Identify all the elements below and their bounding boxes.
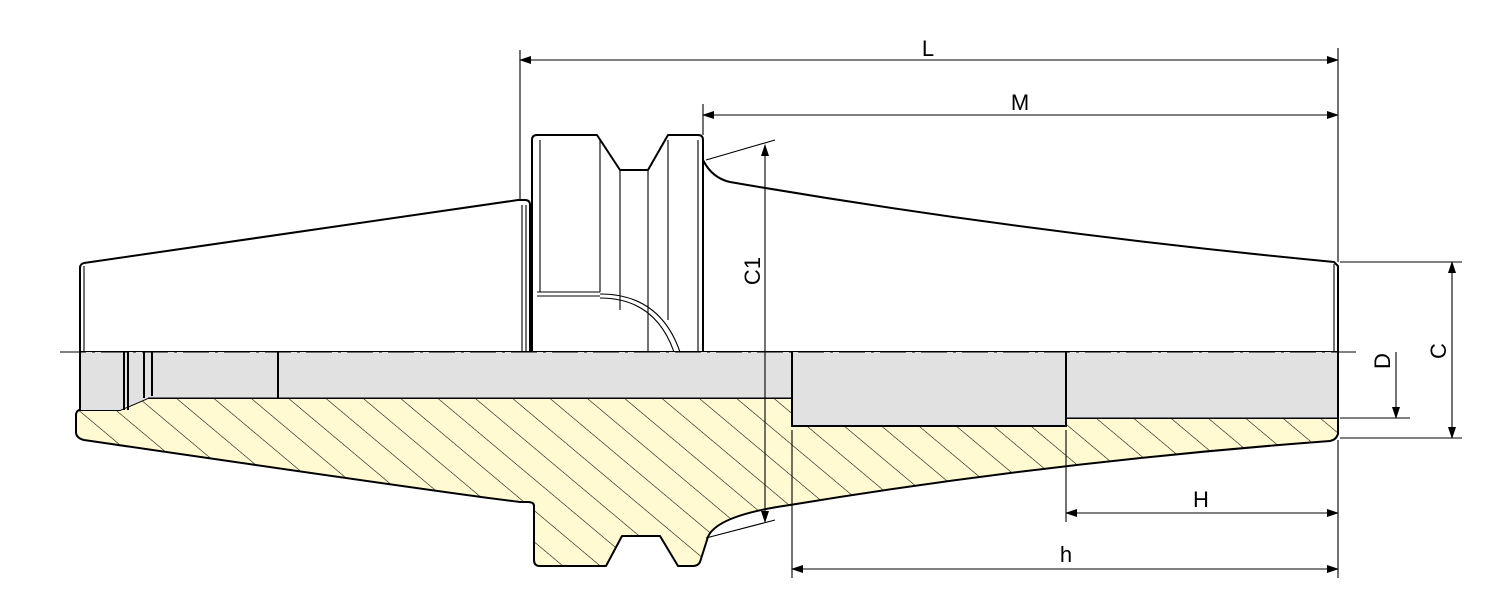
- label-C: C: [1426, 343, 1451, 359]
- bore-step-2: [791, 352, 1067, 427]
- section-outline: [75, 397, 1339, 567]
- label-M: M: [1011, 90, 1029, 115]
- extension-lines: [519, 48, 1462, 578]
- label-D: D: [1370, 353, 1395, 369]
- flange-fillet-arc: [599, 293, 681, 353]
- section-hatch: [76, 398, 1338, 566]
- flange: [531, 134, 704, 353]
- dimension-lines: [519, 56, 1456, 573]
- label-H: H: [1193, 487, 1209, 512]
- flange-fillet-arc-2: [599, 297, 675, 353]
- lower-section-view: [75, 352, 1339, 567]
- taper-shank: [79, 199, 531, 353]
- nose-body: [702, 159, 1339, 353]
- upper-body-view: [79, 134, 1339, 353]
- retention-groove: [123, 352, 153, 410]
- label-h: h: [1060, 542, 1072, 567]
- label-C1: C1: [740, 257, 765, 285]
- label-L: L: [922, 36, 934, 61]
- bore-region: [80, 352, 1338, 426]
